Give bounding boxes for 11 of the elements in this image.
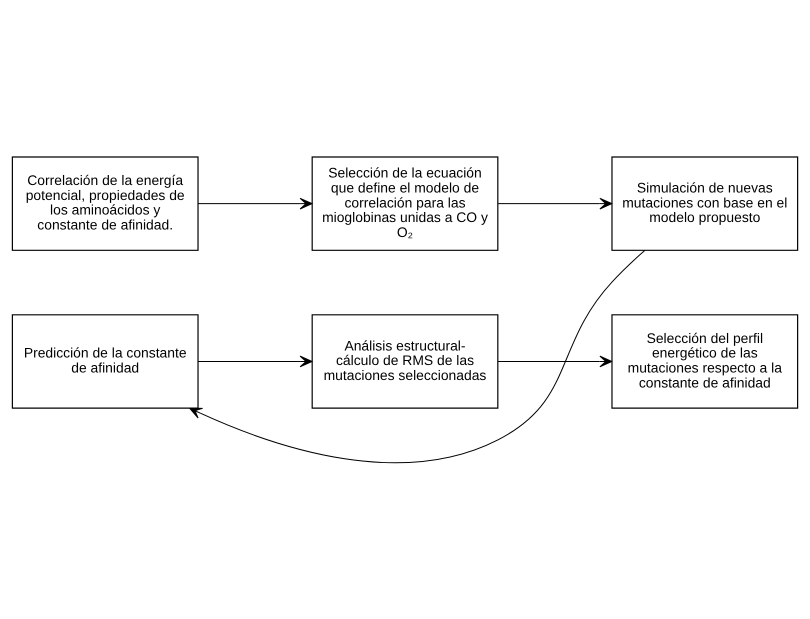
node-box: Predicción de la constante de afinidad — [12, 314, 199, 408]
arrow — [189, 250, 646, 463]
arrow — [498, 197, 612, 209]
node-box: Simulación de nuevas mutaciones con base en el modelo propuesto — [611, 156, 798, 250]
arrow — [198, 355, 312, 367]
arrow — [198, 197, 312, 209]
node-box: Correlación de la energía potencial, propiedades de los aminoácidos y constante de afinidad. — [12, 156, 199, 250]
arrow — [498, 355, 612, 367]
node-box: Selección del perfil energético de las mutaciones respecto a la constante de afinidad — [611, 314, 798, 408]
node-box: Análisis estructural-cálculo de RMS de las mutaciones seleccionadas — [312, 314, 498, 408]
node-box: Selección de la ecuación que define el modelo de correlación para las mioglobinas unidas a CO y O₂ — [312, 156, 498, 250]
